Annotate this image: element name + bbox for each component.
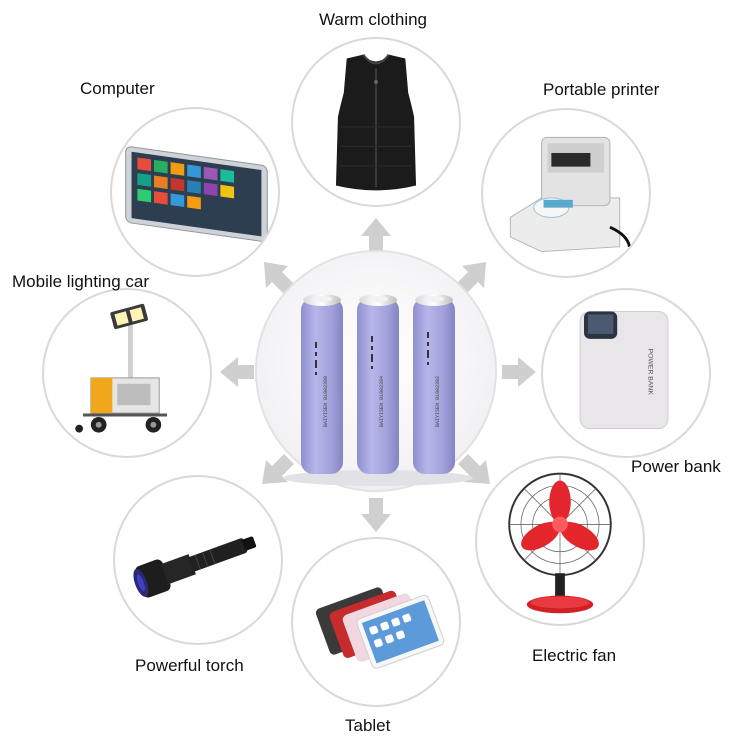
svg-text:BAIYISEN 01002399: BAIYISEN 01002399	[323, 376, 329, 427]
arrow-down	[361, 498, 391, 532]
mobile-lighting-car-circle	[42, 288, 212, 458]
label-tablet: Tablet	[345, 716, 391, 735]
battery-cells-icon: BAIYISEN 01002399 BAIYISEN 01002394	[283, 294, 473, 486]
label-mobile-lighting-car: Mobile lighting car	[12, 272, 150, 291]
electric-fan-circle	[475, 456, 645, 626]
printer-icon	[509, 136, 631, 253]
label-portable-printer: Portable printer	[543, 80, 660, 99]
battery-center-circle: BAIYISEN 01002399 BAIYISEN 01002394	[255, 250, 497, 492]
lighting-tower-icon	[75, 303, 168, 433]
powerful-torch-circle	[113, 475, 283, 645]
arrow-right	[502, 357, 536, 387]
arrow-down-right	[458, 454, 490, 484]
arrow-down-left	[262, 454, 294, 484]
power-bank-icon: POWER BANK	[579, 310, 669, 430]
power-bank-circle: POWER BANK	[541, 288, 711, 458]
label-powerful-torch: Powerful torch	[135, 656, 244, 675]
svg-text:BAIYISEN 01002392: BAIYISEN 01002392	[435, 376, 441, 427]
arrow-up-left	[264, 262, 294, 294]
svg-text:BAIYISEN 01002394: BAIYISEN 01002394	[379, 376, 385, 427]
portable-printer-circle	[481, 108, 651, 278]
arrow-up	[361, 218, 391, 252]
tablet-circle	[291, 537, 461, 707]
label-electric-fan: Electric fan	[532, 646, 617, 665]
label-warm-clothing: Warm clothing	[319, 10, 428, 29]
warm-clothing-circle	[291, 37, 461, 207]
torch-icon	[133, 536, 257, 598]
svg-text:POWER BANK: POWER BANK	[646, 349, 653, 396]
vest-icon	[335, 54, 417, 191]
fan-icon	[508, 472, 612, 614]
computer-icon	[125, 146, 268, 242]
arrow-up-right	[456, 262, 486, 294]
tablet-icon	[315, 587, 445, 669]
label-power-bank: Power bank	[631, 457, 721, 476]
computer-circle	[110, 107, 280, 277]
label-computer: Computer	[80, 79, 155, 98]
arrow-left	[220, 357, 254, 387]
